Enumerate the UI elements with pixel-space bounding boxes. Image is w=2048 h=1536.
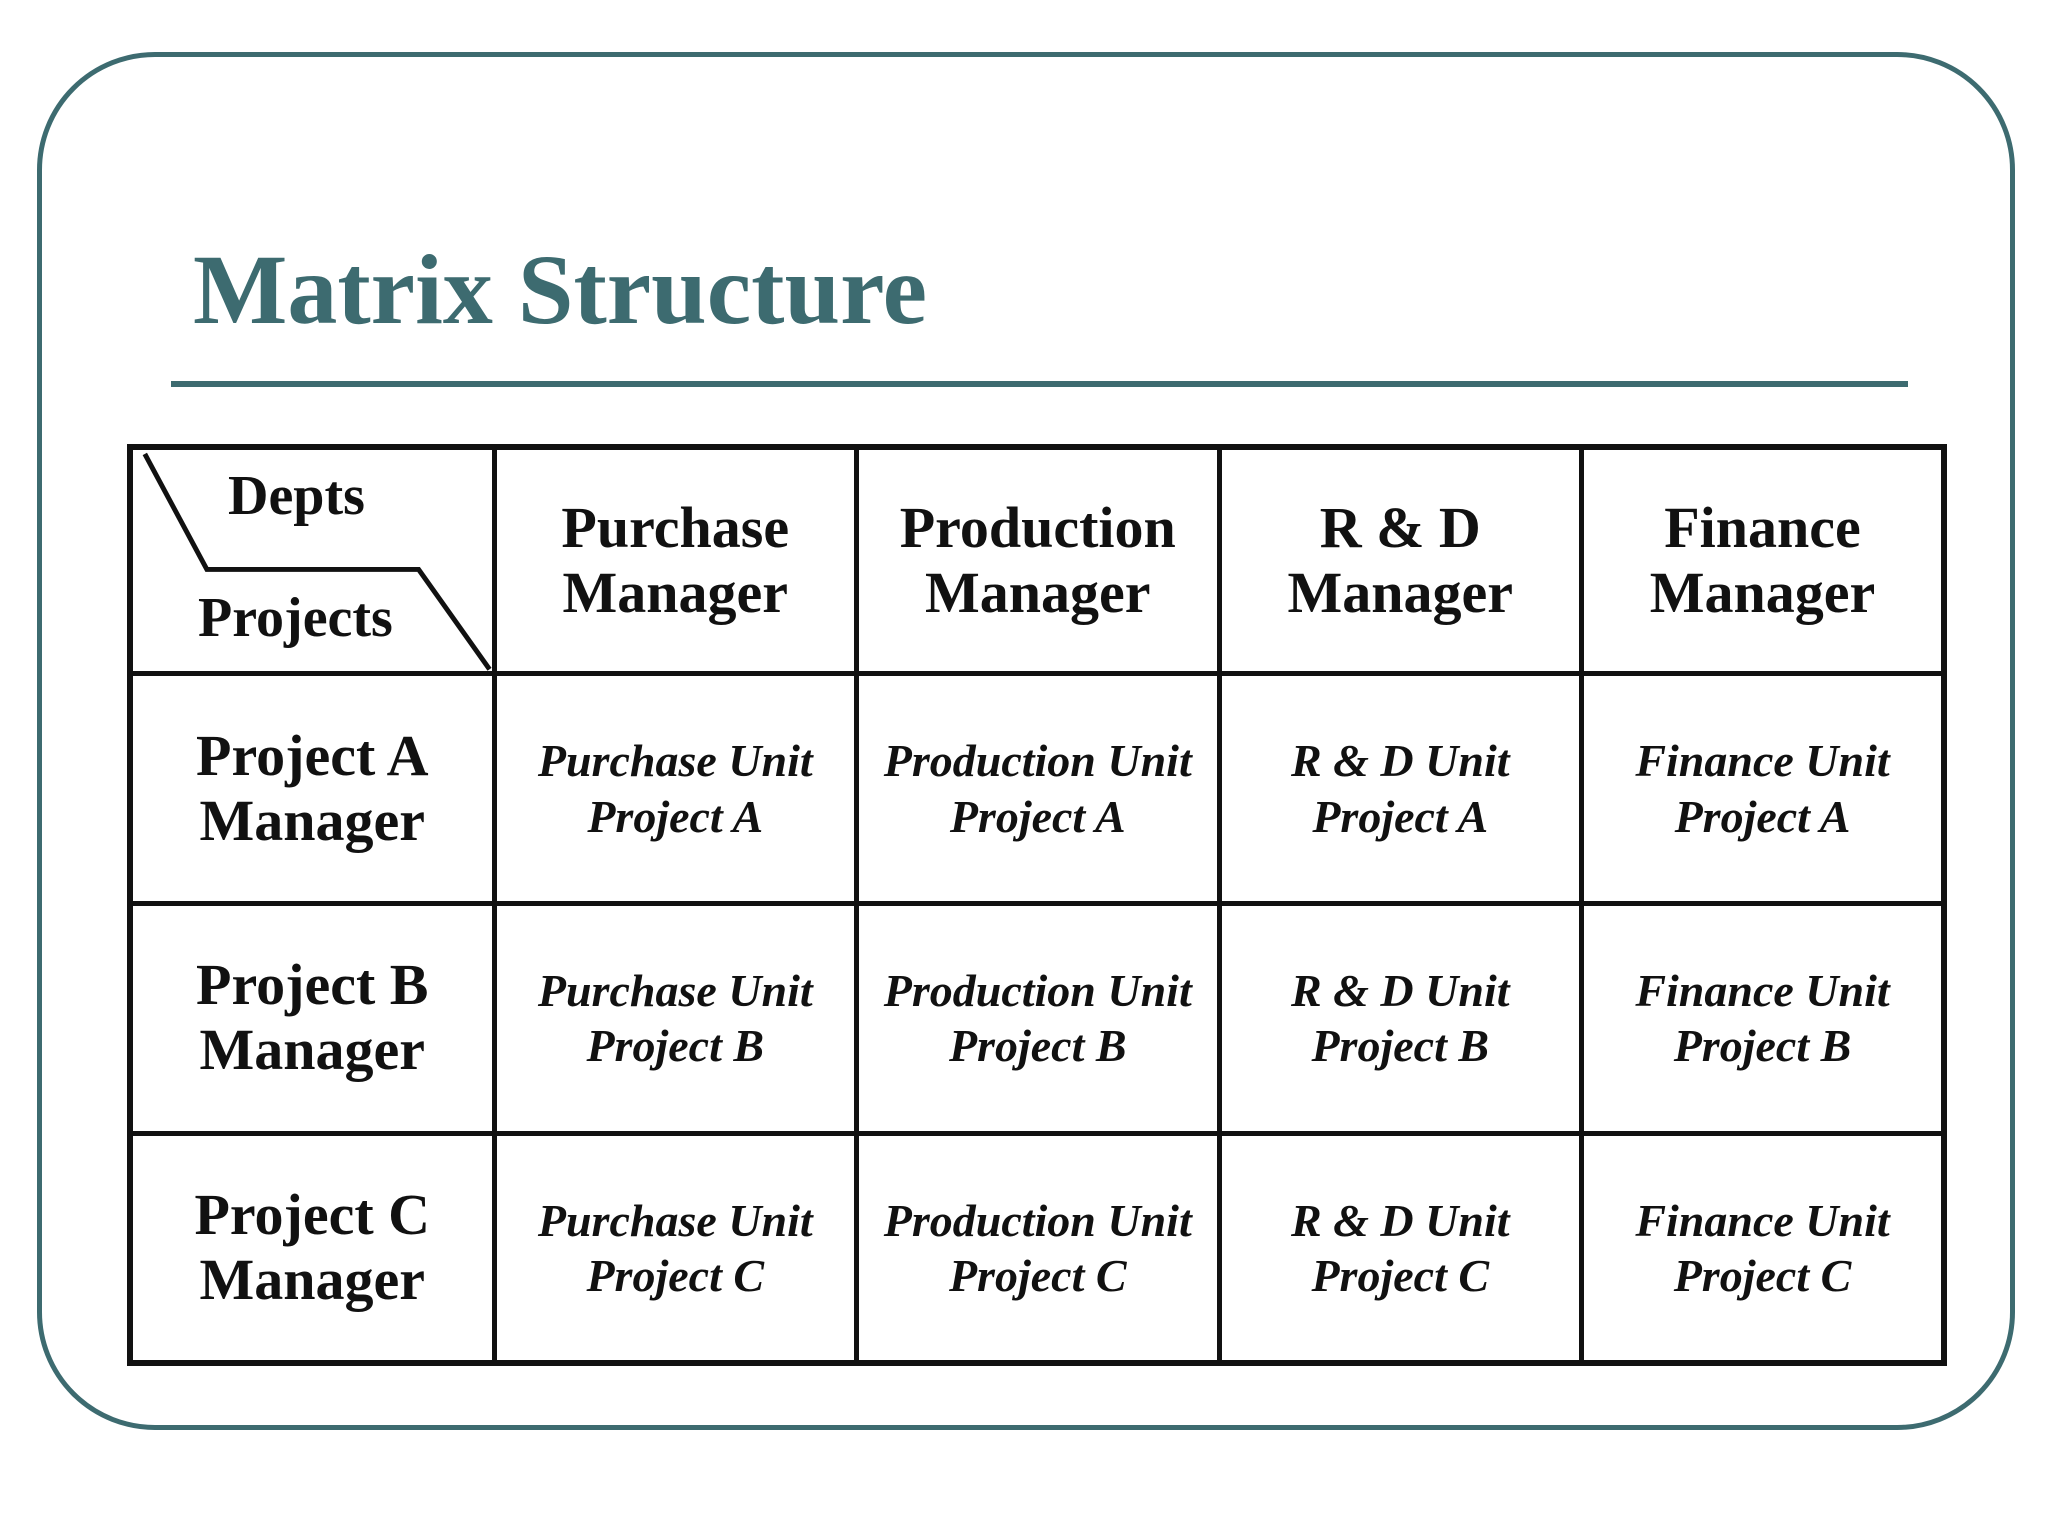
unit-name: Purchase Unit — [537, 965, 813, 1017]
slide-frame — [37, 52, 2015, 1430]
unit-project: Project C — [1673, 1249, 1852, 1301]
matrix-cell: Purchase Unit Project C — [491, 1130, 859, 1366]
project-role: Manager — [199, 1017, 426, 1083]
project-role: Manager — [199, 787, 426, 853]
project-header-b: Project B Manager — [127, 900, 497, 1136]
unit-name: R & D Unit — [1290, 1194, 1510, 1246]
department-header-finance: Finance Manager — [1579, 444, 1947, 677]
project-name: Project B — [196, 952, 429, 1018]
project-header-c: Project C Manager — [127, 1130, 497, 1366]
department-name: Purchase — [561, 494, 790, 560]
corner-cell: Depts Projects — [127, 444, 497, 677]
department-name: Finance — [1664, 494, 1861, 560]
corner-depts-label: Depts — [228, 465, 365, 527]
unit-project: Project A — [1674, 790, 1851, 842]
unit-name: Purchase Unit — [537, 735, 813, 787]
unit-name: Production Unit — [883, 735, 1192, 787]
department-name: Production — [899, 494, 1176, 560]
department-header-purchase: Purchase Manager — [491, 444, 859, 677]
unit-name: R & D Unit — [1290, 735, 1510, 787]
project-header-a: Project A Manager — [127, 671, 497, 906]
unit-name: Production Unit — [883, 965, 1192, 1017]
unit-project: Project B — [1311, 1020, 1490, 1072]
unit-name: Production Unit — [883, 1194, 1192, 1246]
matrix-diagram: Depts Projects Purchase Manager Producti… — [127, 444, 1947, 1366]
title-underline — [171, 381, 1908, 387]
matrix-cell: R & D Unit Project A — [1216, 671, 1584, 906]
project-name: Project A — [196, 722, 429, 788]
unit-project: Project C — [1311, 1249, 1490, 1301]
matrix-cell: Production Unit Project C — [854, 1130, 1222, 1366]
project-name: Project C — [194, 1181, 431, 1247]
unit-project: Project A — [1312, 790, 1489, 842]
unit-project: Project B — [1673, 1020, 1852, 1072]
department-role: Manager — [562, 559, 789, 625]
department-name: R & D — [1319, 494, 1481, 560]
unit-project: Project A — [587, 790, 764, 842]
unit-project: Project C — [948, 1249, 1127, 1301]
unit-name: Purchase Unit — [537, 1194, 813, 1246]
unit-project: Project C — [586, 1249, 765, 1301]
project-role: Manager — [199, 1246, 426, 1312]
slide-title: Matrix Structure — [193, 234, 928, 345]
unit-project: Project B — [586, 1020, 765, 1072]
unit-name: Finance Unit — [1635, 735, 1890, 787]
unit-name: Finance Unit — [1635, 1194, 1890, 1246]
matrix-cell: Purchase Unit Project A — [491, 671, 859, 906]
department-role: Manager — [925, 559, 1151, 625]
matrix-cell: R & D Unit Project B — [1216, 900, 1584, 1136]
corner-divider-line — [142, 452, 492, 671]
department-role: Manager — [1287, 559, 1514, 625]
matrix-cell: Finance Unit Project B — [1579, 900, 1947, 1136]
department-header-row: Depts Projects Purchase Manager Producti… — [127, 444, 1947, 677]
unit-name: R & D Unit — [1290, 965, 1510, 1017]
project-row-a: Project A Manager Purchase Unit Project … — [127, 671, 1947, 906]
unit-project: Project A — [949, 790, 1126, 842]
matrix-cell: Production Unit Project A — [854, 671, 1222, 906]
unit-name: Finance Unit — [1635, 965, 1890, 1017]
project-row-b: Project B Manager Purchase Unit Project … — [127, 900, 1947, 1136]
matrix-cell: Finance Unit Project C — [1579, 1130, 1947, 1366]
matrix-cell: R & D Unit Project C — [1216, 1130, 1584, 1366]
matrix-table: Depts Projects Purchase Manager Producti… — [127, 444, 1947, 1366]
corner-projects-label: Projects — [198, 587, 393, 649]
project-row-c: Project C Manager Purchase Unit Project … — [127, 1130, 1947, 1366]
department-header-production: Production Manager — [854, 444, 1222, 677]
matrix-cell: Finance Unit Project A — [1579, 671, 1947, 906]
department-header-rnd: R & D Manager — [1216, 444, 1584, 677]
matrix-cell: Production Unit Project B — [854, 900, 1222, 1136]
unit-project: Project B — [948, 1020, 1127, 1072]
matrix-cell: Purchase Unit Project B — [491, 900, 859, 1136]
department-role: Manager — [1649, 559, 1876, 625]
